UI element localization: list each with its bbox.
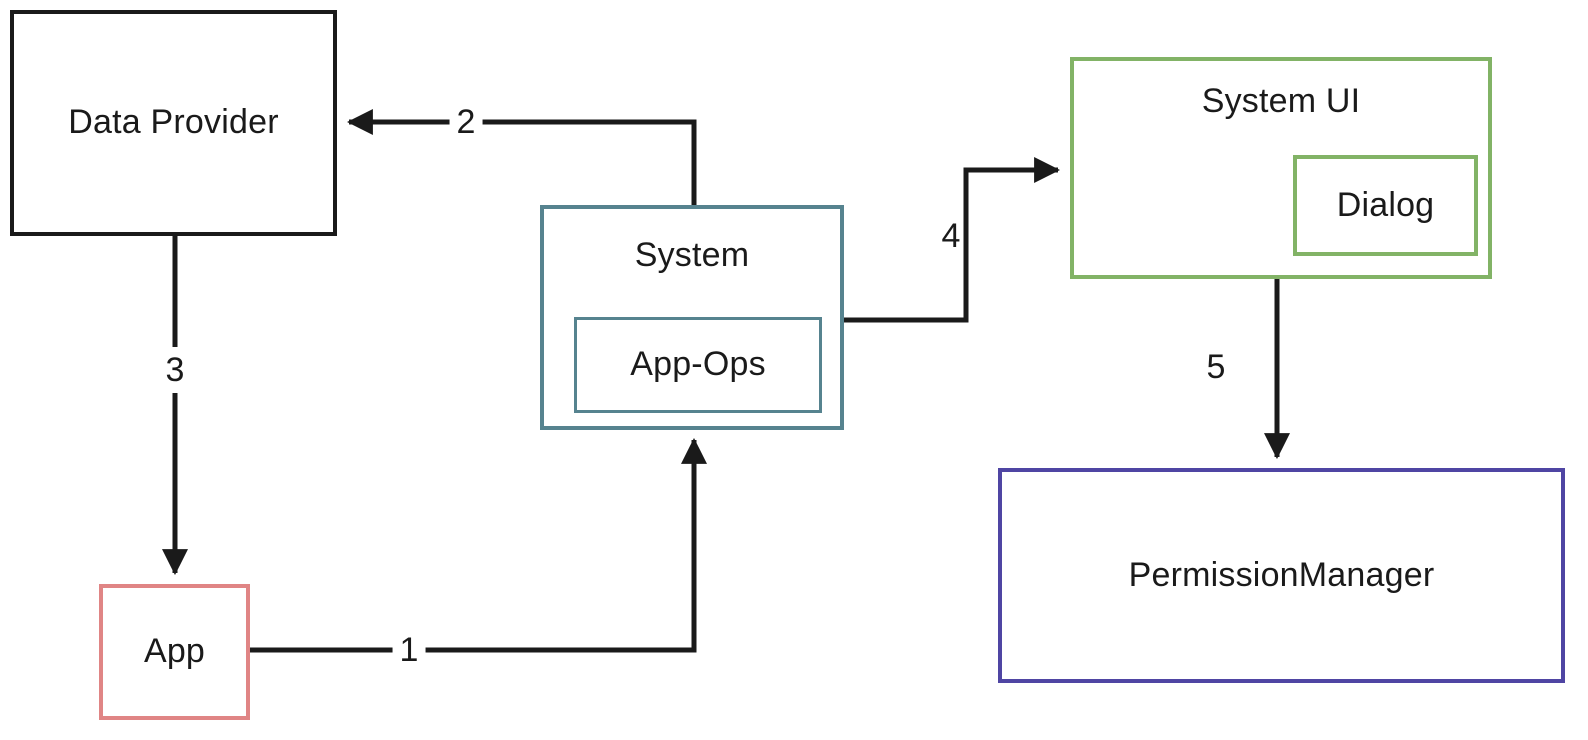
node-app-ops[interactable]: App-Ops <box>574 317 822 413</box>
node-app[interactable]: App <box>99 584 250 720</box>
node-permission-manager-label: PermissionManager <box>1128 555 1435 594</box>
node-system-ui-label: System UI <box>1201 82 1361 120</box>
edge-2-label: 2 <box>449 105 483 139</box>
node-app-label: App <box>143 632 206 671</box>
node-system[interactable]: System App-Ops <box>540 205 844 430</box>
edge-1-path <box>250 437 707 653</box>
node-app-ops-label: App-Ops <box>630 345 766 384</box>
node-system-ui[interactable]: System UI Dialog <box>1070 57 1492 279</box>
node-dialog-label: Dialog <box>1336 185 1435 224</box>
edge-5-label: 5 <box>1206 344 1226 390</box>
node-permission-manager[interactable]: PermissionManager <box>998 468 1565 683</box>
edge-1-label: 1 <box>392 633 426 667</box>
edge-3-label: 3 <box>165 347 185 393</box>
node-data-provider[interactable]: Data Provider <box>10 10 337 236</box>
edge-2-path <box>346 109 697 205</box>
node-system-label: System <box>634 236 750 274</box>
node-data-provider-label: Data Provider <box>68 103 279 142</box>
node-dialog[interactable]: Dialog <box>1293 155 1478 256</box>
edge-4-label: 4 <box>941 213 961 259</box>
